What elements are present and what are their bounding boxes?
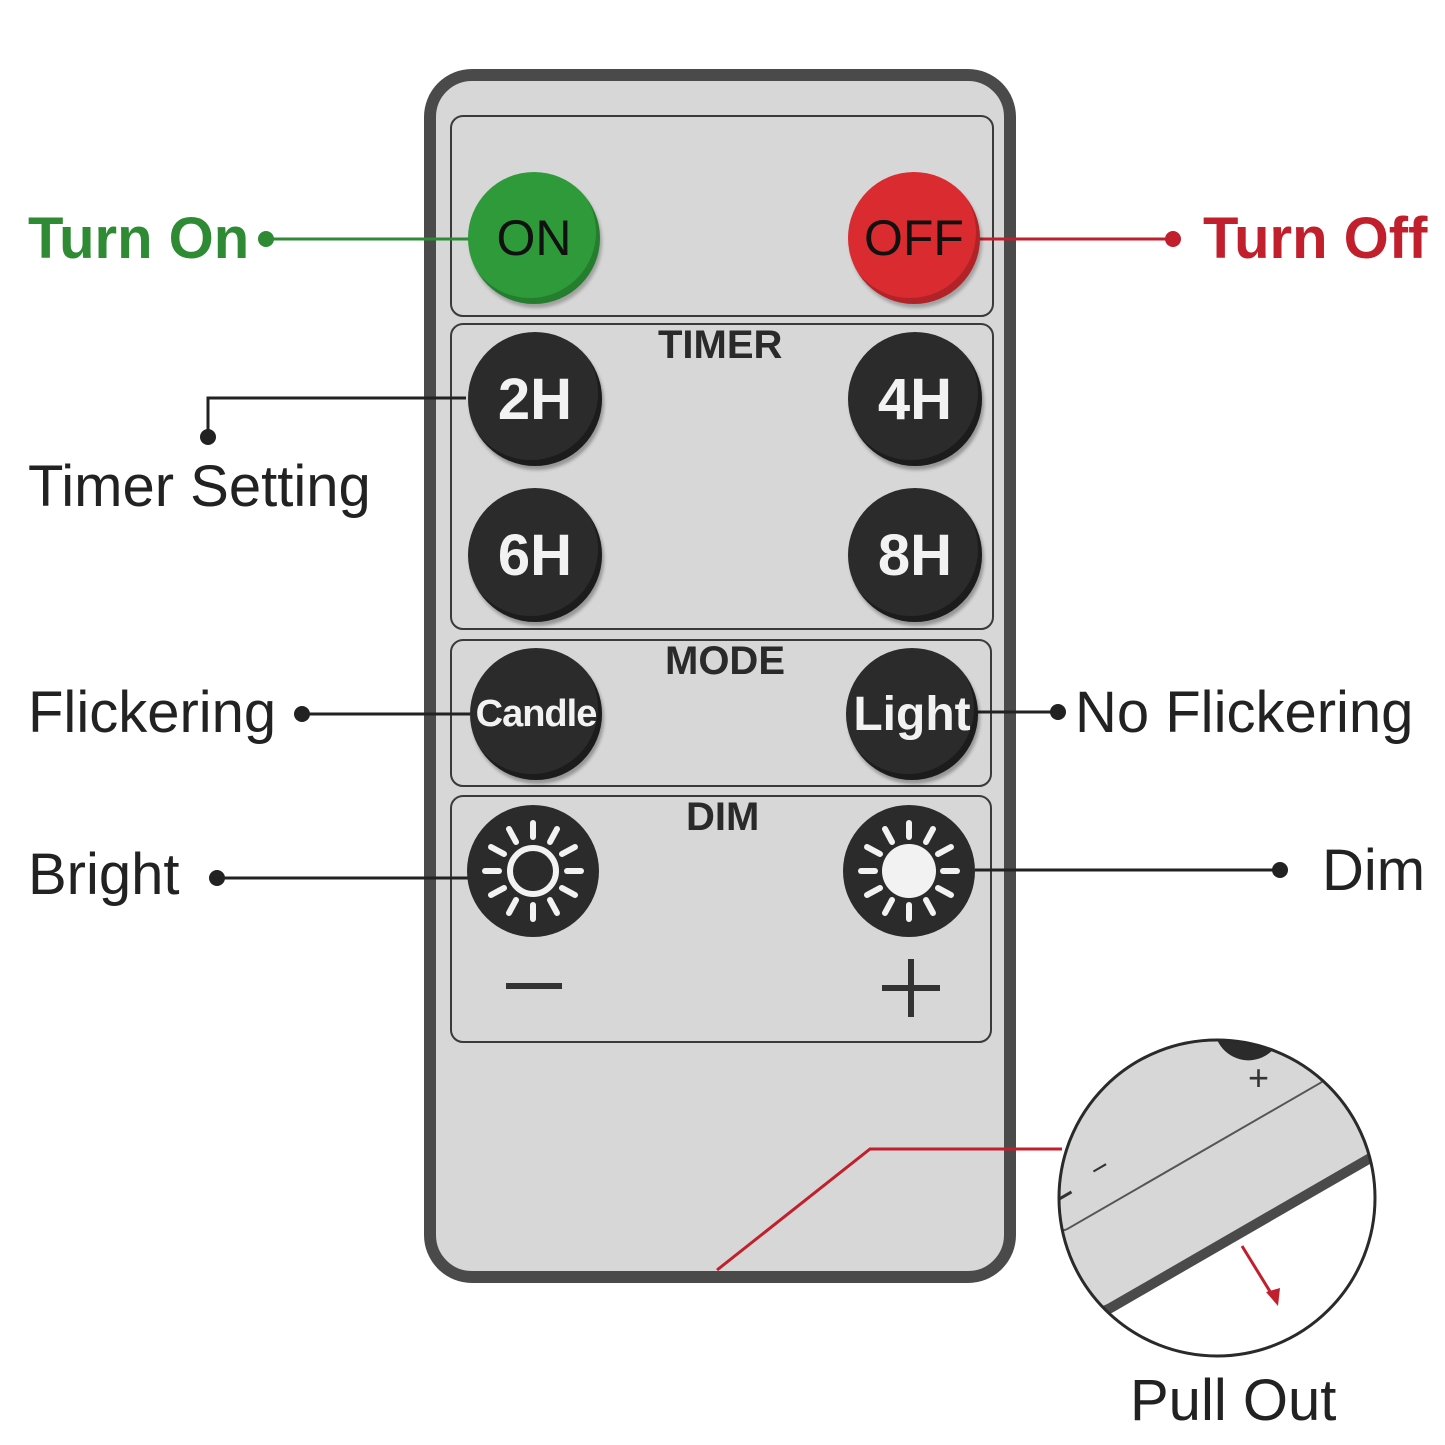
light-mode-button[interactable]: Light bbox=[846, 648, 978, 780]
mode-section-label: MODE bbox=[655, 641, 795, 681]
off-button[interactable]: OFF bbox=[848, 172, 980, 304]
no-flickering-label: No Flickering bbox=[1075, 680, 1414, 745]
timer-section-label: TIMER bbox=[648, 325, 793, 365]
dim-leader bbox=[975, 862, 1288, 878]
flickering-leader bbox=[294, 706, 470, 722]
dim-section-label: DIM bbox=[676, 797, 770, 837]
sun-outline-icon bbox=[882, 844, 936, 898]
timer-8h-button[interactable]: 8H bbox=[848, 488, 982, 622]
timer-4h-button[interactable]: 4H bbox=[848, 332, 982, 466]
no-flickering-leader bbox=[975, 704, 1066, 720]
timer-panel bbox=[450, 323, 994, 630]
inset-plus-sign: + bbox=[1248, 1057, 1269, 1098]
plus-sign bbox=[882, 959, 940, 1017]
power-panel bbox=[450, 115, 994, 317]
sun-icon bbox=[507, 845, 559, 897]
timer-setting-label: Timer Setting bbox=[28, 454, 371, 519]
candle-mode-button[interactable]: Candle bbox=[470, 648, 602, 780]
timer-2h-button[interactable]: 2H bbox=[468, 332, 602, 466]
pull-out-inset: + − bbox=[1057, 1038, 1377, 1358]
dim-panel bbox=[450, 795, 992, 1043]
arrow-down-right-icon bbox=[1240, 1245, 1280, 1306]
bright-button[interactable] bbox=[467, 805, 599, 937]
flickering-label: Flickering bbox=[28, 680, 277, 745]
dim-button[interactable] bbox=[843, 805, 975, 937]
pull-out-label: Pull Out bbox=[1130, 1368, 1337, 1433]
timer-6h-button[interactable]: 6H bbox=[468, 488, 602, 622]
bright-label: Bright bbox=[28, 842, 180, 907]
timer-leader bbox=[200, 396, 466, 445]
bright-leader bbox=[209, 870, 468, 886]
on-button[interactable]: ON bbox=[468, 172, 600, 304]
turn-on-leader bbox=[258, 231, 470, 247]
turn-off-label: Turn Off bbox=[1203, 206, 1428, 271]
turn-on-label: Turn On bbox=[28, 206, 250, 271]
dim-label: Dim bbox=[1322, 838, 1426, 903]
pull-out-leader bbox=[716, 1147, 1062, 1272]
turn-off-leader bbox=[975, 231, 1181, 247]
